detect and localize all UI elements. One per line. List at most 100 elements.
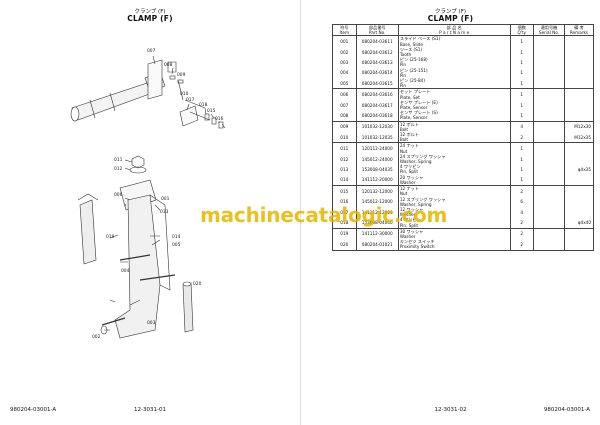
item-cell: 007 bbox=[332, 99, 357, 111]
callout-label: 003 bbox=[147, 320, 156, 326]
callout-label: 001 bbox=[161, 196, 170, 202]
serial-cell bbox=[533, 99, 565, 111]
item-cell: 010 bbox=[332, 132, 357, 143]
qty-cell: 1 bbox=[509, 35, 535, 47]
qty-cell: 2 bbox=[509, 227, 535, 240]
part-name-jp: 4 ワリピン bbox=[399, 217, 421, 223]
serial-cell bbox=[533, 35, 565, 47]
qty-cell: 2 bbox=[509, 217, 535, 229]
serial-cell bbox=[533, 78, 565, 89]
qty-cell: 2 bbox=[509, 132, 535, 143]
diagram-page: クランプ (F) CLAMP (F) bbox=[10, 9, 226, 413]
part-name-en: Pin bbox=[399, 62, 407, 68]
part-name-jp: 12 スプリング ワッシャ bbox=[399, 196, 446, 202]
serial-cell bbox=[533, 196, 565, 207]
part-name-jp: 24 ナット bbox=[399, 143, 420, 149]
part-name-jp: 12 ワッシャ bbox=[399, 206, 424, 212]
qty-cell: 4 bbox=[509, 120, 535, 133]
qty-cell: 6 bbox=[509, 196, 535, 207]
item-cell: 002 bbox=[332, 46, 357, 58]
part-name-jp: 12 ボルト bbox=[399, 121, 420, 127]
part-name-cell: センサ プレート (E)Plate, Sensor bbox=[397, 99, 511, 111]
item-cell: 011 bbox=[332, 142, 357, 154]
page-number: 12-3031-02 bbox=[434, 407, 467, 413]
part-name-en: Washer bbox=[399, 233, 416, 239]
part-name-jp: スライド ベース (S1) bbox=[399, 36, 441, 42]
part-name-en: Plate, Sensor bbox=[399, 105, 428, 111]
part-no-cell: 080204-03616 bbox=[355, 88, 399, 100]
page-title: CLAMP (F) bbox=[427, 14, 474, 23]
item-cell: 014 bbox=[332, 174, 357, 186]
part-name-en: Washer bbox=[399, 212, 416, 218]
remarks-cell bbox=[563, 88, 595, 100]
callout-label: 016 bbox=[215, 116, 224, 122]
serial-cell bbox=[533, 206, 565, 218]
part-name-jp: 20 ワッシャ bbox=[399, 174, 424, 180]
remarks-cell bbox=[563, 46, 595, 58]
callout-label: 008 bbox=[164, 62, 173, 68]
part-name-jp: 4 ワリピン bbox=[399, 164, 421, 170]
remarks-cell: M12x35 bbox=[563, 132, 595, 143]
serial-cell bbox=[533, 185, 565, 197]
callout-label: 004 bbox=[121, 268, 130, 274]
remarks-cell bbox=[563, 206, 595, 218]
qty-cell: 1 bbox=[509, 57, 535, 68]
remarks-cell bbox=[563, 174, 595, 186]
callout-label: 007 bbox=[147, 48, 156, 54]
item-cell: 004 bbox=[332, 67, 357, 79]
part-name-jp: 12 ナット bbox=[399, 186, 420, 192]
remarks-cell bbox=[563, 142, 595, 154]
part-name-en: Pin bbox=[399, 83, 407, 89]
part-name-en: Nut bbox=[399, 148, 408, 154]
part-name-en: Nut bbox=[399, 191, 408, 197]
part-name-jp: 12 ボルト bbox=[399, 132, 420, 138]
remarks-cell bbox=[563, 67, 595, 79]
serial-cell bbox=[533, 110, 565, 122]
part-name-en: Plate, Set bbox=[399, 94, 420, 100]
part-no-cell: 153008-04040 bbox=[355, 217, 399, 229]
part-no-cell: 080204-03617 bbox=[355, 99, 399, 111]
item-cell: 009 bbox=[332, 120, 357, 133]
part-no-cell: 141112-30000 bbox=[355, 227, 399, 240]
part-name-jp: ピン (25-84) bbox=[399, 78, 425, 84]
part-name-en: Pin, Split bbox=[399, 169, 419, 175]
exploded-parts-diagram: 007 008 009 010 017 018 015 016 011 012 … bbox=[70, 48, 226, 340]
callout-label: 005 bbox=[172, 242, 181, 248]
part-name-cell: ピン (25-84)Pin bbox=[397, 78, 511, 89]
item-cell: 008 bbox=[332, 110, 357, 122]
remarks-cell bbox=[563, 227, 595, 240]
part-no-cell: 080204-03611 bbox=[355, 35, 399, 47]
part-name-en: Bolt bbox=[399, 126, 409, 132]
page-title-jp: クランプ (F) bbox=[434, 9, 467, 15]
qty-cell: 2 bbox=[509, 239, 535, 251]
callout-label: 010 bbox=[180, 91, 189, 97]
remarks-cell bbox=[563, 99, 595, 111]
part-name-cell: ピン (25-151)Pin bbox=[397, 67, 511, 79]
part-name-en: Plate, Sensor bbox=[399, 115, 428, 121]
part-no-cell: 145012-24000 bbox=[355, 153, 399, 165]
item-cell: 020 bbox=[332, 239, 357, 251]
part-no-cell: 101032-12030 bbox=[355, 120, 399, 133]
qty-cell: 1 bbox=[509, 78, 535, 89]
part-name-jp: センサ プレート (S) bbox=[399, 110, 438, 116]
remarks-cell bbox=[563, 57, 595, 68]
item-cell: 005 bbox=[332, 78, 357, 89]
part-no-cell: 153008-04035 bbox=[355, 164, 399, 175]
